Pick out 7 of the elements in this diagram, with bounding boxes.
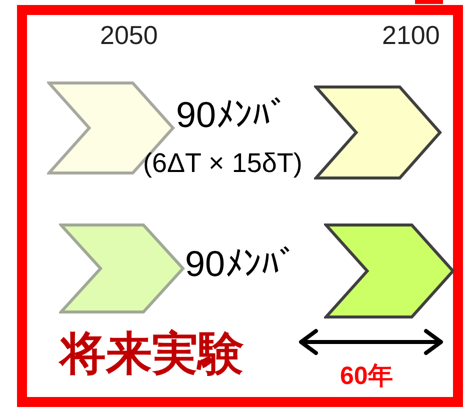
year-label: 2050 xyxy=(100,22,158,48)
ensemble-size: (6ΔT × 15δT) xyxy=(143,150,302,177)
year-label: 2100 xyxy=(382,22,440,48)
duration-label: 60年 xyxy=(340,364,393,389)
member-count: 90ﾒﾝﾊﾞ xyxy=(176,97,288,133)
member-count: 90ﾒﾝﾊﾞ xyxy=(185,246,298,282)
experiment-title: 将来実験 xyxy=(60,330,244,376)
